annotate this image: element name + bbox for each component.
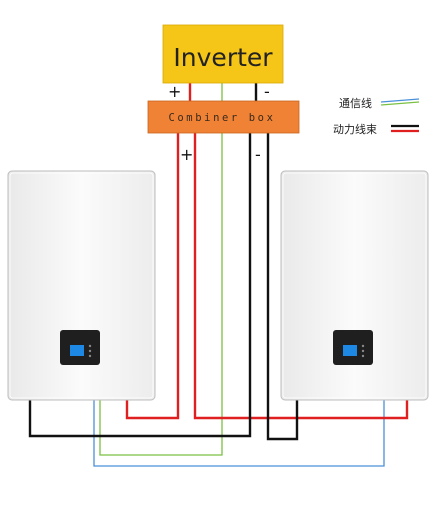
inverter-box: Inverter [162, 24, 284, 84]
legend-power-harness: 动力线束 [333, 122, 419, 136]
battery-module-left [7, 170, 156, 401]
negative-wire-left-module [28, 133, 252, 438]
positive-wire-right-module [193, 133, 409, 420]
battery-module-right [280, 170, 429, 401]
legend: 通信线 动力线束 [333, 96, 420, 136]
combiner-positive-sign: + [180, 145, 193, 164]
legend-communication-line: 通信线 [339, 96, 420, 110]
negative-wire-right-module [266, 133, 299, 441]
combiner-box-label: Combiner box [168, 112, 275, 124]
comm-wire-green [99, 83, 223, 456]
inverter-label: Inverter [173, 43, 273, 72]
legend-communication-label: 通信线 [339, 96, 372, 110]
lcd-display-icon [60, 330, 100, 365]
positive-wire-left-module [125, 133, 180, 420]
inverter-positive-sign: + [168, 82, 181, 101]
power-wires [28, 83, 409, 441]
combiner-box: Combiner box [147, 100, 300, 134]
combiner-negative-sign: - [255, 145, 261, 164]
comm-wire-blue-left [93, 400, 385, 467]
inverter-negative-sign: - [264, 82, 270, 101]
communication-wires [93, 83, 385, 467]
legend-power-label: 动力线束 [333, 122, 377, 136]
lcd-display-icon [333, 330, 373, 365]
